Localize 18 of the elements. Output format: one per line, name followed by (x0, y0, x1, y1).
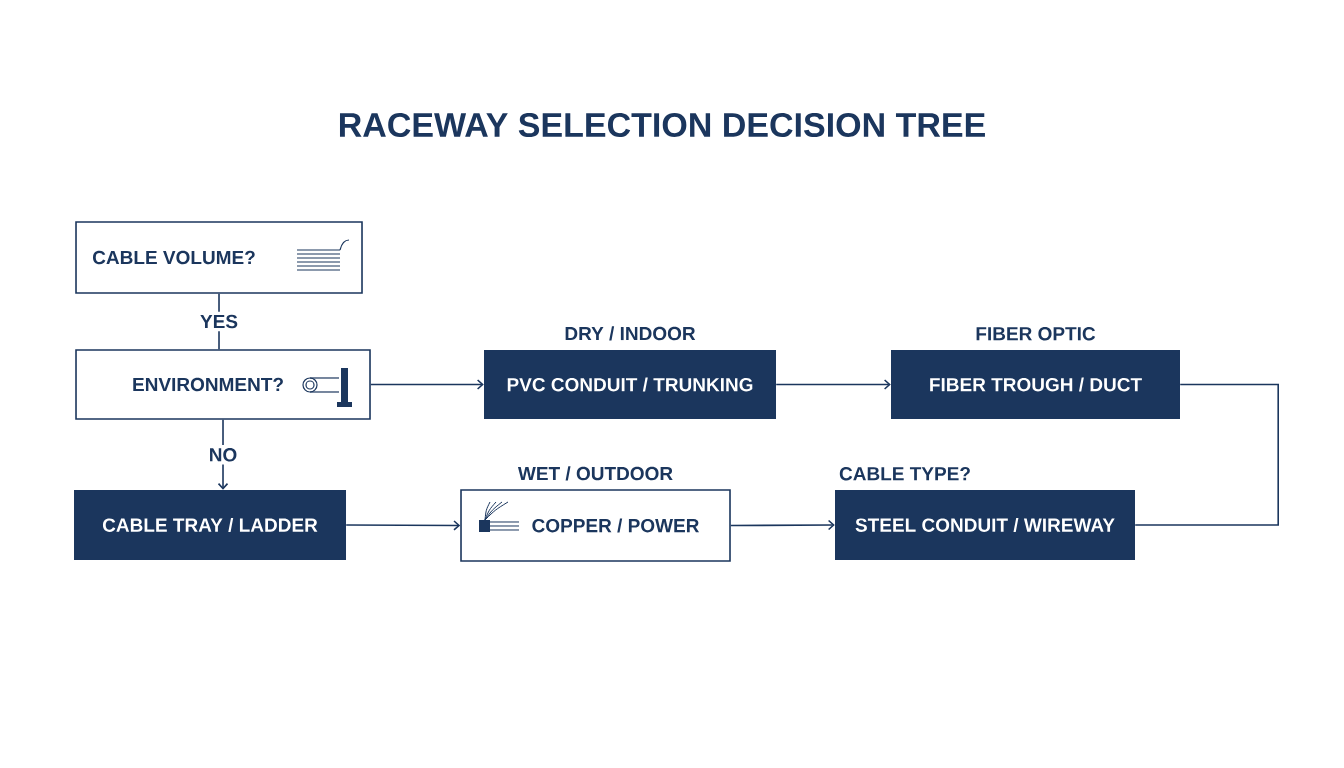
result-box: STEEL CONDUIT / WIREWAY (835, 490, 1135, 560)
decision-box: CABLE VOLUME? (75, 221, 363, 294)
node-heading: DRY / INDOOR (565, 326, 696, 341)
decision-box: ENVIRONMENT? (75, 349, 371, 420)
edge-label: YES (197, 311, 241, 332)
title: RACEWAY SELECTION DECISION TREE (340, 112, 985, 138)
arrow (370, 379, 484, 390)
arrow (775, 379, 891, 390)
node-heading: CABLE TYPE? (839, 467, 970, 481)
edge-label: NO (205, 445, 241, 465)
result-box: FIBER TROUGH / DUCT (891, 350, 1180, 419)
node-heading: WET / OUTDOOR (517, 466, 673, 481)
arrow (730, 519, 835, 531)
arrow (345, 520, 461, 531)
decision-box: COPPER / POWER (460, 489, 731, 562)
result-box: CABLE TRAY / LADDER (74, 490, 346, 560)
node-heading: FIBER OPTIC (976, 327, 1096, 341)
result-box: PVC CONDUIT / TRUNKING (484, 350, 776, 419)
